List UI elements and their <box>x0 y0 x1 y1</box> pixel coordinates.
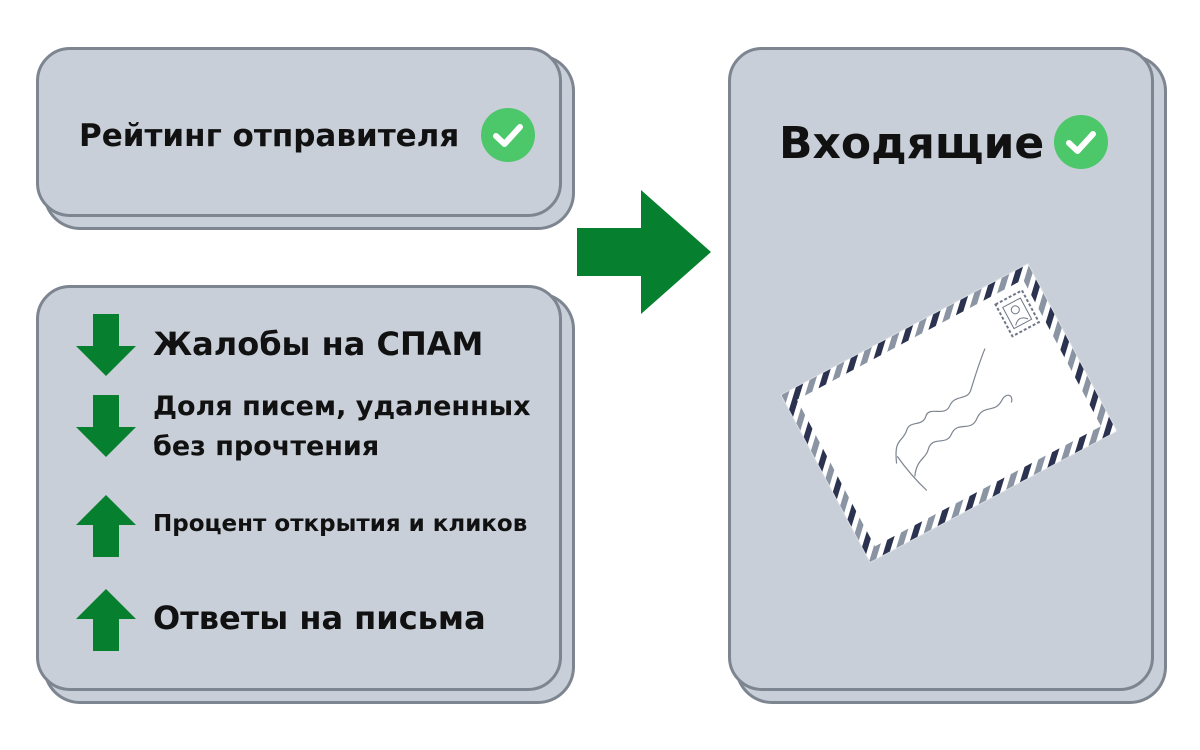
factor-replies: Ответы на письма <box>153 599 486 637</box>
sender-rating-card: Рейтинг отправителя <box>36 47 562 217</box>
air-mail-envelope-icon <box>780 262 1118 564</box>
factor-deleted-unread-line2: без прочтения <box>153 431 380 462</box>
rating-factors-card: Жалобы на СПАМ Доля писем, удаленных без… <box>36 285 562 691</box>
arrow-down-icon <box>76 395 136 457</box>
arrow-up-icon <box>76 495 136 557</box>
arrow-up-icon <box>76 589 136 651</box>
factor-open-click-rate: Процент открытия и кликов <box>153 511 528 537</box>
factor-deleted-unread-line1: Доля писем, удаленных <box>153 391 531 422</box>
inbox-title: Входящие <box>779 118 1045 169</box>
sender-rating-title: Рейтинг отправителя <box>79 118 460 154</box>
factor-spam-complaints: Жалобы на СПАМ <box>153 325 484 363</box>
arrow-right-icon <box>577 190 711 314</box>
arrow-down-icon <box>76 314 136 376</box>
check-circle-icon <box>481 108 535 162</box>
check-circle-icon <box>1054 115 1108 169</box>
